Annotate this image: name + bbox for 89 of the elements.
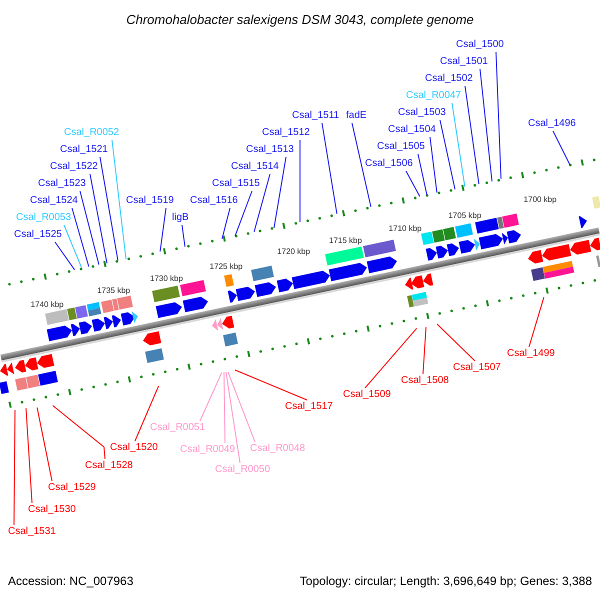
leader-line [430, 136, 438, 194]
leader-line [36, 407, 52, 482]
leader-line [322, 122, 338, 214]
gene-label: Csal_1517 [285, 401, 333, 413]
gene-label: Csal_1529 [48, 482, 96, 494]
gene-label: Csal_1514 [231, 161, 279, 173]
leader-line [422, 326, 426, 374]
gene-label: Csal_1522 [50, 161, 98, 173]
genome-stats-text: Topology: circular; Length: 3,696,649 bp; Genes: 3,388 [300, 574, 592, 588]
leader-line [64, 224, 82, 269]
scale-label: 1720 kbp [277, 247, 310, 258]
leader-line [352, 122, 372, 208]
leader-line [228, 372, 256, 442]
scale-label: 1725 kbp [210, 262, 243, 272]
leader-line [234, 370, 308, 400]
gene-label: Csal_1500 [456, 39, 504, 51]
gene-label: Csal_1525 [14, 229, 62, 241]
gene-label: Csal_1524 [30, 195, 78, 207]
gene-label: Csal_1503 [398, 107, 446, 119]
gene-label: Csal_1523 [38, 178, 86, 190]
leader-line [52, 405, 106, 460]
map-title: Chromohalobacter salexigens DSM 3043, complete genome [126, 11, 474, 29]
gene-label: Csal_1530 [28, 504, 76, 516]
gene-label: Csal_1508 [401, 375, 449, 387]
gene-label: Csal_1531 [8, 526, 56, 538]
leader-line [14, 410, 16, 526]
leader-line [274, 156, 286, 228]
gene-label: Csal_1519 [126, 195, 174, 207]
leader-line [134, 385, 160, 442]
gene-label: Csal_1506 [365, 158, 413, 170]
leader-line [406, 170, 420, 197]
leader-line [80, 190, 100, 266]
leader-line [496, 52, 502, 180]
leader-line [112, 140, 126, 260]
gene-label: Csal_1521 [60, 144, 108, 156]
gene-label: Csal_1505 [377, 141, 425, 153]
gene-label: Csal_1509 [343, 389, 391, 401]
scale-label: 1730 kbp [150, 274, 183, 284]
accession-text: Accession: NC_007963 [8, 574, 134, 588]
gene-label: Csal_1513 [246, 144, 294, 156]
gene-label: ligB [172, 212, 189, 224]
gene-label: Csal_1499 [507, 348, 555, 360]
leader-line [26, 408, 32, 504]
gene-label: Csal_1504 [388, 124, 436, 136]
leader-line [54, 242, 76, 270]
gene-label: Csal_1511 [292, 110, 340, 122]
leader-line [418, 154, 428, 196]
leader-line [72, 208, 90, 268]
leader-line [464, 86, 480, 184]
gene-label: Csal_R0048 [250, 443, 306, 455]
gene-label: Csal_1507 [453, 362, 501, 374]
gene-label: fadE [346, 110, 367, 122]
leader-line [452, 102, 466, 188]
gene-label: Csal_R0047 [406, 90, 462, 102]
scale-label: 1740 kbp [30, 300, 64, 310]
leader-line [552, 130, 570, 166]
gene-label: Csal_1496 [528, 118, 576, 130]
gene-label: Csal_R0050 [215, 464, 270, 476]
leader-line [234, 190, 252, 236]
leader-line [182, 224, 186, 248]
scale-label: 1735 kbp [97, 286, 130, 296]
leader-line [90, 174, 108, 264]
leader-line [528, 296, 544, 348]
leader-line [160, 208, 166, 252]
gene-label: Csal_R0051 [150, 422, 206, 434]
gene-label: Csal_1520 [110, 442, 158, 454]
leader-line [226, 372, 240, 464]
leader-line [254, 174, 270, 232]
leader-line [440, 120, 456, 190]
scale-label: 1705 kbp [448, 211, 482, 222]
scale-label: 1715 kbp [329, 236, 362, 246]
leader-line [222, 208, 230, 240]
leader-line [436, 324, 476, 362]
gene-label: Csal_1515 [212, 178, 260, 190]
gene-label: Csal_R0053 [16, 212, 72, 224]
gene-label: Csal_1502 [425, 73, 473, 85]
scale-label: 1700 kbp [524, 195, 557, 206]
gene-label: Csal_1516 [190, 195, 238, 207]
gene-label: Csal_1501 [440, 56, 488, 68]
leader-line [100, 156, 118, 261]
gene-label: Csal_R0049 [180, 444, 236, 456]
leader-line [480, 68, 492, 182]
leader-line [224, 372, 226, 444]
leader-line [364, 328, 418, 388]
gene-label: Csal_1512 [262, 127, 310, 139]
scale-label: 1710 kbp [388, 224, 422, 234]
gene-label: Csal_R0052 [64, 127, 120, 139]
leader-line [200, 372, 222, 422]
gene-label: Csal_1528 [85, 460, 133, 472]
